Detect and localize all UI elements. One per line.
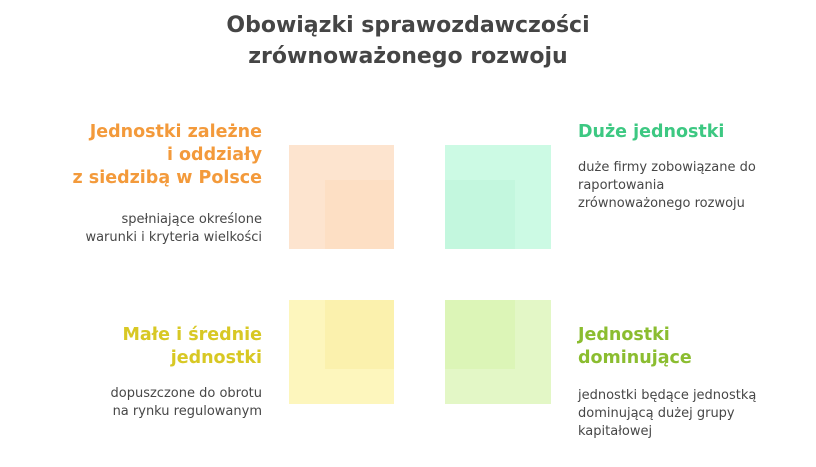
title-line-1: Obowiązki sprawozdawczości: [226, 13, 590, 38]
quadrant-bottom-left-description: dopuszczone do obrotu na rynku regulowany…: [111, 385, 262, 421]
quadrant-bottom-right-description: jednostki będące jednostką dominującą duż…: [578, 387, 756, 441]
quadrant-top-left-description: spełniające określone warunki i kryteria …: [85, 211, 262, 247]
quadrant-top-left-heading: Jednostki zależne i oddziały z siedzibą w …: [73, 121, 262, 190]
quadrant-bottom-right-description-line-1: jednostki będące jednostką: [578, 388, 757, 403]
quadrant-top-right-frame: [445, 145, 551, 249]
quadrant-top-right-description-line-1: duże firmy zobowiązane do: [578, 160, 756, 175]
quadrant-bottom-left-heading: Małe i średnie jednostki: [122, 324, 262, 370]
quadrant-bottom-right-description-line-3: kapitałowej: [578, 424, 653, 439]
quadrant-bottom-left-description-line-2: na rynku regulowanym: [112, 404, 262, 419]
quadrant-bottom-left-heading-line-1: Małe i średnie: [122, 325, 262, 345]
diagram-title: Obowiązki sprawozdawczości zrównoważoneg…: [0, 10, 816, 72]
quadrant-bottom-right-frame: [445, 300, 551, 404]
title-line-2: zrównoważonego rozwoju: [248, 44, 568, 69]
quadrant-bottom-right-block: [445, 300, 515, 369]
quadrant-bottom-right-description-line-2: dominującą dużej grupy: [578, 406, 735, 421]
quadrant-bottom-right-heading-line-2: dominujące: [578, 348, 692, 368]
quadrant-top-right-heading-line-1: Duże jednostki: [578, 122, 725, 142]
quadrant-top-left-frame: [289, 145, 394, 249]
quadrant-top-right-heading: Duże jednostki: [578, 121, 724, 144]
quadrant-top-left-heading-line-2: i oddziały: [166, 145, 262, 165]
quadrant-top-right-description-line-2: raportowania: [578, 178, 665, 193]
quadrant-top-left-block: [325, 180, 394, 249]
quadrant-bottom-right-heading-line-1: Jednostki: [578, 325, 670, 345]
quadrant-bottom-left-heading-line-2: jednostki: [170, 348, 262, 368]
quadrant-top-right-description: duże firmy zobowiązane do raportowania zró…: [578, 159, 756, 213]
quadrant-bottom-left-description-line-1: dopuszczone do obrotu: [110, 386, 262, 401]
quadrant-bottom-left-block: [325, 300, 394, 369]
quadrant-bottom-right-heading: Jednostki dominujące: [578, 324, 692, 370]
quadrant-top-right-block: [445, 180, 515, 249]
quadrant-top-right-description-line-3: zrównoważonego rozwoju: [578, 196, 745, 211]
quadrant-top-left-description-line-1: spełniające określone: [121, 212, 262, 227]
quadrant-top-left-heading-line-3: z siedzibą w Polsce: [72, 168, 262, 188]
quadrant-bottom-left-frame: [289, 300, 394, 404]
quadrant-top-left-heading-line-1: Jednostki zależne: [89, 122, 262, 142]
quadrant-top-left-description-line-2: warunki i kryteria wielkości: [85, 230, 262, 245]
